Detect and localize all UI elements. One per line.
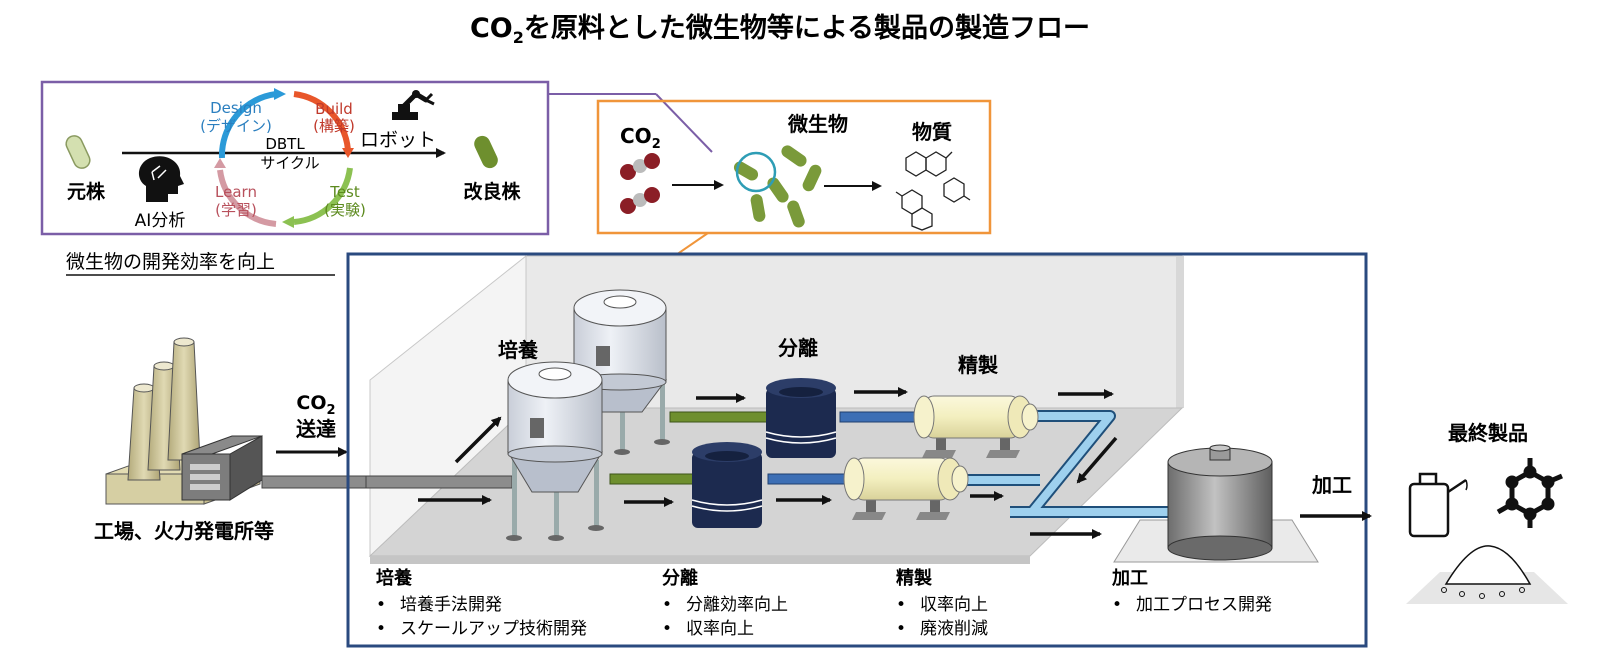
build-label-en: Build [315, 100, 353, 118]
robot-label: ロボット [360, 129, 436, 151]
svg-text:•: • [662, 619, 672, 639]
transport-label: 送達 [296, 417, 336, 441]
transport-pipe [261, 475, 367, 489]
final-product-label: 最終製品 [1448, 421, 1528, 445]
transport-co2-label: CO2 [296, 392, 335, 418]
dbtl-caption: 微生物の開発効率を向上 [66, 251, 275, 273]
powder-icon [1406, 545, 1568, 604]
note-culture-item-2: スケールアップ技術開発 [400, 619, 587, 639]
svg-text:•: • [662, 595, 672, 615]
svg-text:•: • [896, 619, 906, 639]
note-separation-title: 分離 [662, 567, 698, 589]
svg-text:•: • [376, 619, 386, 639]
original-strain-icon [65, 135, 91, 169]
separator-back [765, 378, 837, 458]
note-culture-item-1: 培養手法開発 [400, 595, 502, 615]
test-label-en: Test [329, 183, 360, 201]
product-tank [1113, 444, 1319, 563]
culture-label: 培養 [498, 338, 539, 362]
robot-arm-icon [392, 90, 435, 120]
process-frame [346, 252, 1368, 648]
separator-front [691, 442, 763, 528]
page-title: CO2を原料とした微生物等による製品の製造フロー [470, 12, 1090, 47]
purifier-back [913, 395, 1039, 458]
purification-label: 精製 [958, 353, 998, 377]
factory-illustration [105, 337, 263, 505]
substance-label: 物質 [912, 120, 952, 144]
microbe-co2-label: CO2 [620, 124, 661, 152]
dbtl-panel-frame [40, 80, 550, 236]
origin-strain-label: 元株 [67, 180, 106, 203]
note-separation-item-1: 分離効率向上 [686, 595, 788, 615]
build-label-ja: (構築) [313, 117, 355, 135]
design-label-en: Design [210, 99, 262, 117]
svg-text:•: • [896, 595, 906, 615]
note-purification-item-1: 収率向上 [920, 595, 988, 615]
improved-strain-icon [474, 135, 498, 169]
build-arc [293, 91, 351, 151]
svg-text:•: • [1112, 595, 1122, 615]
processing-label: 加工 [1311, 473, 1352, 497]
purifier-front [843, 457, 969, 520]
jerrycan-icon [1408, 472, 1468, 538]
test-label-ja: (実験) [324, 201, 366, 219]
improved-strain-label: 改良株 [463, 180, 521, 203]
note-purification-item-2: 廃液削減 [920, 619, 988, 639]
design-arc [218, 91, 277, 159]
microbe-panel-frame [596, 99, 992, 235]
note-separation-item-2: 収率向上 [686, 619, 754, 639]
ai-analysis-label: AI分析 [135, 211, 186, 231]
co2-molecule-icon [620, 153, 660, 214]
dbtl-cycle-label: DBTL [265, 135, 305, 153]
dbtl-cycle-label-2: サイクル [260, 154, 319, 172]
learn-label-en: Learn [215, 183, 257, 201]
design-label-ja: (デザイン) [200, 117, 272, 135]
molecule-product-icon [1496, 458, 1563, 528]
learn-arc [217, 169, 277, 227]
note-processing-title: 加工 [1111, 568, 1148, 589]
note-purification-title: 精製 [896, 567, 932, 589]
learn-label-ja: (学習) [215, 201, 257, 219]
molecule-structure-icon [895, 151, 971, 231]
microbe-label: 微生物 [787, 112, 848, 136]
test-arc [293, 167, 353, 225]
separation-label: 分離 [778, 336, 818, 360]
bacteria-icon [733, 145, 822, 228]
culture-tank-front [506, 361, 604, 541]
factory-label: 工場、火力発電所等 [94, 519, 274, 543]
svg-text:•: • [376, 595, 386, 615]
note-processing-item-1: 加工プロセス開発 [1136, 595, 1272, 615]
note-culture-title: 培養 [376, 567, 412, 589]
zoom-circle [735, 151, 777, 193]
ai-head-icon [138, 156, 184, 202]
